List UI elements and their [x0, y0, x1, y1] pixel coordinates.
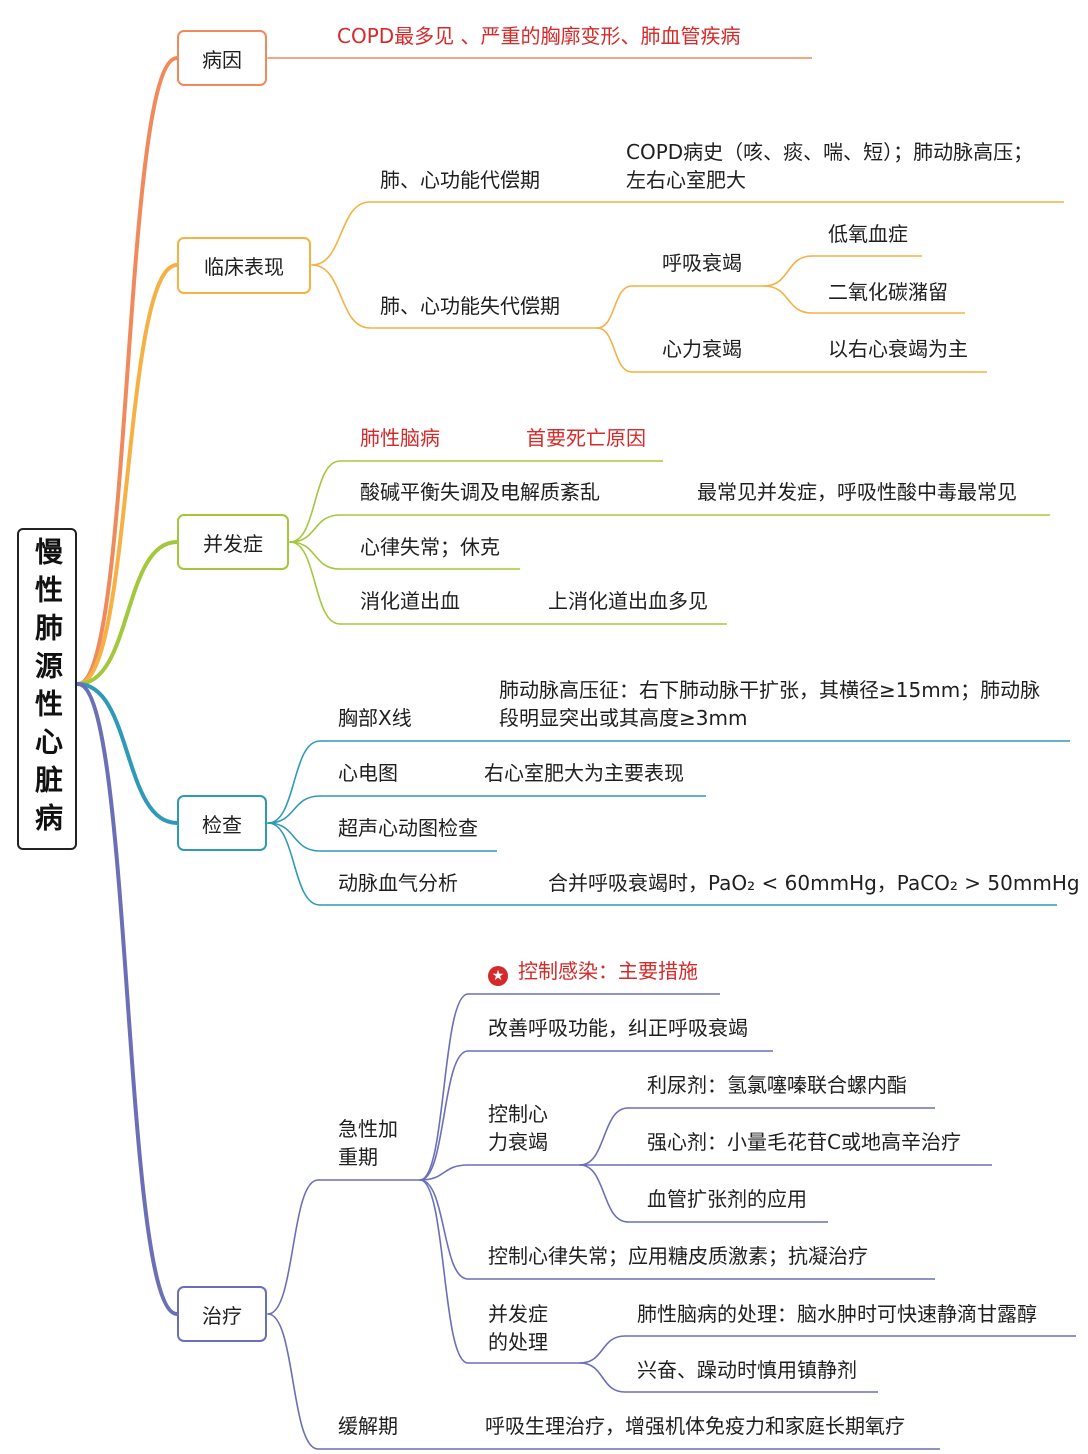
ecg-note: 右心室肥大为主要表现	[484, 761, 684, 785]
arrhythmia-tx-curve	[419, 1179, 469, 1280]
resp-failure-label: 呼吸衰竭	[662, 251, 742, 275]
acute-phase-curve	[267, 1179, 319, 1315]
infection-control-label: 控制感染：主要措施	[518, 959, 698, 983]
co2-retention-label: 二氧化碳潴留	[828, 280, 948, 304]
branch-cause	[76, 56, 179, 686]
encephalopathy-note: 首要死亡原因	[526, 426, 646, 450]
heart-failure-label: 心力衰竭	[662, 337, 742, 361]
hf-control-curve	[419, 1164, 469, 1181]
diuretic-curve	[579, 1107, 629, 1166]
root-title: 慢性肺源性心脏病	[31, 537, 64, 841]
vasodilator-curve	[579, 1164, 629, 1223]
acute-phase-label-1: 急性加	[338, 1117, 398, 1141]
encephalopathy-handling: 肺性脑病的处理：脑水肿时可快速静滴甘露醇	[637, 1302, 1037, 1326]
xray-detail-2: 段明显突出或其高度≥3mm	[499, 706, 748, 730]
remission-note: 呼吸生理治疗，增强机体免疫力和家庭长期氧疗	[485, 1414, 905, 1438]
arrhythmia-curve	[289, 541, 341, 570]
cause-node: 病因	[177, 30, 267, 86]
exam-node: 检查	[177, 795, 267, 851]
branch-exam	[76, 682, 179, 825]
acid-base-label: 酸碱平衡失调及电解质紊乱	[360, 480, 600, 504]
gi-bleeding-note: 上消化道出血多见	[548, 589, 708, 613]
gi-bleeding-curve	[289, 541, 341, 625]
treatment-node: 治疗	[177, 1286, 267, 1342]
respiration-curve	[419, 1050, 469, 1181]
comp-handling-label-1: 并发症	[488, 1302, 548, 1326]
infection-curve	[419, 993, 469, 1181]
acid-base-curve	[289, 514, 341, 543]
abg-note: 合并呼吸衰竭时，PaO₂ < 60mmHg，PaCO₂ > 50mmHg	[548, 871, 1080, 895]
hf-control-label-2: 力衰竭	[488, 1130, 548, 1154]
complication-node: 并发症	[177, 514, 289, 570]
infection-control: ★ 控制感染：主要措施	[488, 957, 698, 986]
hf-control-label-1: 控制心	[488, 1102, 548, 1126]
abg-label: 动脉血气分析	[338, 871, 458, 895]
xray-detail-1: 肺动脉高压征：右下肺动脉干扩张，其横径≥15mm；肺动脉	[499, 678, 1041, 702]
arrhythmia-shock-label: 心律失常；休克	[360, 535, 500, 559]
xray-curve	[267, 740, 321, 824]
root-node: 慢性肺源性心脏病	[17, 528, 77, 850]
cardiotonic-label: 强心剂：小量毛花苷C或地高辛治疗	[647, 1130, 961, 1154]
resp-failure-curve	[596, 285, 633, 329]
complication-label: 并发症	[203, 531, 263, 556]
ecg-curve	[267, 795, 321, 824]
compensated-detail-2: 左右心室肥大	[626, 168, 746, 192]
vasodilator-label: 血管扩张剂的应用	[647, 1187, 807, 1211]
cause-label: 病因	[202, 47, 242, 72]
acid-base-note: 最常见并发症，呼吸性酸中毒最常见	[697, 480, 1017, 504]
heart-failure-curve	[596, 327, 633, 373]
abg-curve	[267, 822, 321, 906]
gi-bleeding-label: 消化道出血	[360, 589, 460, 613]
comp-handling-label-2: 的处理	[488, 1330, 548, 1354]
echo-curve	[267, 822, 321, 852]
branch-treatment	[76, 682, 179, 1316]
respiration-label: 改善呼吸功能，纠正呼吸衰竭	[488, 1016, 748, 1040]
branch-clinical	[76, 263, 179, 686]
decompensated-label: 肺、心功能失代偿期	[380, 294, 560, 318]
remission-label: 缓解期	[338, 1414, 398, 1438]
compensated-label: 肺、心功能代偿期	[380, 168, 540, 192]
treatment-label: 治疗	[202, 1303, 242, 1328]
sedative-curve	[579, 1362, 626, 1393]
compensated-curve	[311, 201, 371, 266]
star-icon: ★	[488, 966, 508, 986]
compensated-detail-1: COPD病史（咳、痰、喘、短）；肺动脉高压；	[626, 140, 1034, 164]
diuretic-label: 利尿剂：氢氯噻嗪联合螺内酯	[647, 1073, 907, 1097]
sedative-caution: 兴奋、躁动时慎用镇静剂	[637, 1358, 857, 1382]
branch-complication	[76, 540, 179, 686]
xray-label: 胸部X线	[338, 706, 412, 730]
ecg-label: 心电图	[338, 761, 398, 785]
clinical-node: 临床表现	[177, 237, 311, 294]
cause-text: COPD最多见 、严重的胸廓变形、肺血管疾病	[337, 24, 741, 48]
heart-failure-detail: 以右心衰竭为主	[828, 337, 968, 361]
encephalopathy-tx-curve	[579, 1335, 626, 1364]
echo-label: 超声心动图检查	[338, 816, 478, 840]
decompensated-curve	[311, 264, 371, 329]
comp-handling-curve	[419, 1179, 469, 1364]
arrhythmia-treatment-label: 控制心律失常；应用糖皮质激素；抗凝治疗	[488, 1244, 868, 1268]
co2-retention-curve	[763, 285, 813, 314]
hypoxemia-label: 低氧血症	[828, 222, 908, 246]
acute-phase-label-2: 重期	[338, 1145, 378, 1169]
exam-label: 检查	[202, 812, 242, 837]
hypoxemia-curve	[763, 255, 813, 287]
remission-curve	[267, 1313, 319, 1450]
encephalopathy-curve	[289, 460, 341, 543]
clinical-label: 临床表现	[204, 255, 284, 279]
encephalopathy-label: 肺性脑病	[360, 426, 440, 450]
